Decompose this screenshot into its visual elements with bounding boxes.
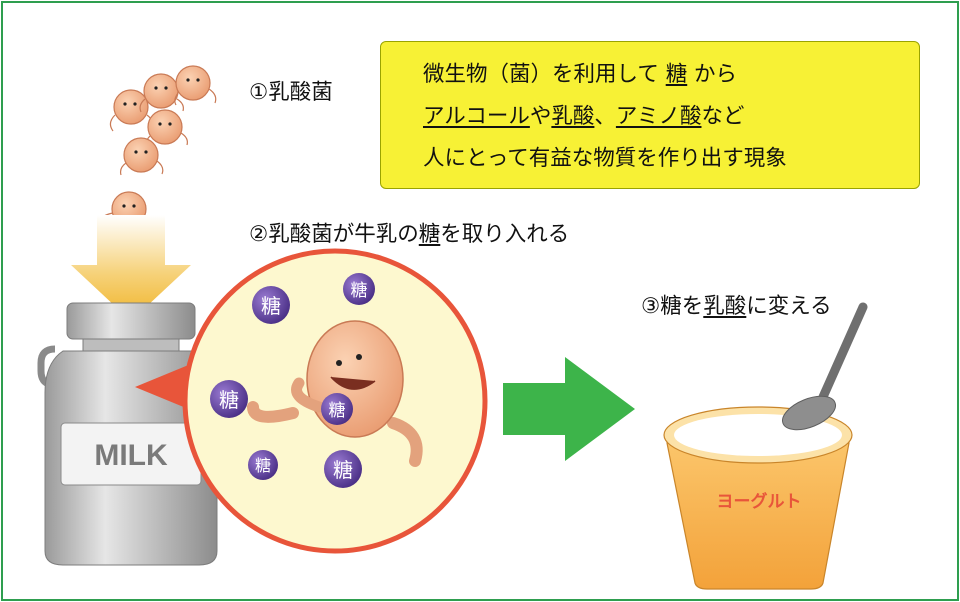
definition-line-3: 人にとって有益な物質を作り出す現象 xyxy=(423,146,787,171)
sugar-balls: 糖 糖 糖 糖 糖 糖 xyxy=(210,273,375,488)
sugar-ball-4: 糖 xyxy=(321,393,353,425)
sugar-ball-6: 糖 xyxy=(324,450,362,488)
yogurt-cup xyxy=(663,302,868,590)
yogurt-label: ヨーグルト xyxy=(717,491,802,512)
sugar-label: 糖 xyxy=(219,388,239,412)
bacterium-1 xyxy=(109,89,153,132)
bacterium-3 xyxy=(174,65,217,106)
bacterium-4 xyxy=(144,109,188,149)
sugar-label: 糖 xyxy=(261,294,281,318)
bacterium-5 xyxy=(119,137,164,176)
sugar-label: 糖 xyxy=(351,281,368,301)
right-arrow-icon xyxy=(503,357,635,461)
bacteria-cluster xyxy=(100,65,217,238)
definition-line-1: 微生物（菌）を利用して 糖 から xyxy=(423,62,738,87)
illustration-canvas: MILK 糖 糖 糖 糖 糖 糖 xyxy=(37,65,868,590)
step-3-label: ③糖を乳酸に変える xyxy=(641,294,832,319)
bacterium-2 xyxy=(139,73,184,113)
definition-box: 微生物（菌）を利用して 糖 から アルコールや乳酸、アミノ酸など 人にとって有益… xyxy=(380,41,920,189)
definition-line-2: アルコールや乳酸、アミノ酸など xyxy=(423,104,745,129)
sugar-ball-2: 糖 xyxy=(343,273,375,305)
sugar-label: 糖 xyxy=(333,458,353,482)
sugar-ball-1: 糖 xyxy=(252,286,290,324)
step-2-label: ②乳酸菌が牛乳の糖を取り入れる xyxy=(249,222,570,247)
sugar-ball-3: 糖 xyxy=(210,380,248,418)
sugar-label: 糖 xyxy=(329,401,346,421)
step-1-label: ①乳酸菌 xyxy=(249,80,333,105)
down-arrow-icon xyxy=(71,215,191,321)
milk-label: MILK xyxy=(94,439,168,472)
milk-can xyxy=(37,302,225,566)
sugar-ball-5: 糖 xyxy=(248,450,278,480)
sugar-label: 糖 xyxy=(255,456,271,475)
